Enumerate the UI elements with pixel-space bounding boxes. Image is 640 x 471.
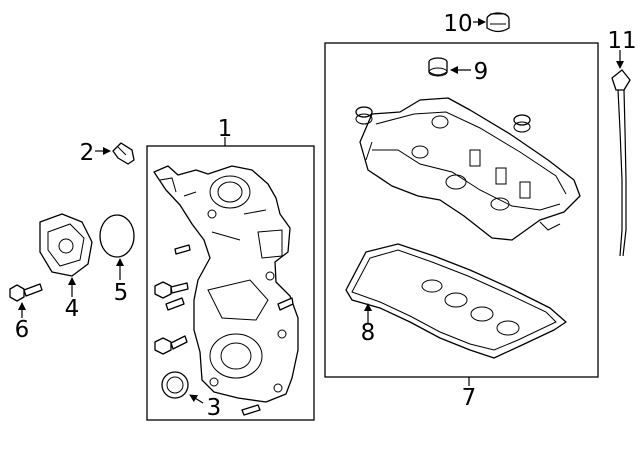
callout-3: 3	[207, 395, 222, 421]
callout-9: 9	[474, 59, 489, 85]
timing-cover[interactable]	[153, 165, 299, 403]
grommet[interactable]	[428, 57, 448, 77]
valve-cover-group-frame	[324, 42, 599, 378]
callout-6: 6	[15, 317, 30, 343]
leader-lines	[18, 18, 624, 404]
bolt[interactable]	[9, 283, 43, 302]
o-ring[interactable]	[99, 214, 135, 258]
oil-filler-cap[interactable]	[486, 12, 510, 33]
callout-5: 5	[114, 280, 129, 306]
callout-1: 1	[218, 116, 233, 142]
valve-cover-grommets[interactable]	[355, 106, 531, 133]
timing-cover-bolts[interactable]	[154, 244, 294, 416]
callout-11: 11	[607, 28, 636, 54]
front-crank-seal[interactable]	[161, 371, 189, 399]
vacuum-pump[interactable]	[39, 213, 93, 277]
callout-2: 2	[80, 140, 95, 166]
timing-cover-group-frame	[146, 145, 315, 421]
callout-8: 8	[361, 320, 376, 346]
valve-cover[interactable]	[359, 97, 581, 241]
callout-7: 7	[462, 385, 477, 411]
valve-cover-gasket[interactable]	[345, 243, 567, 359]
callout-4: 4	[65, 296, 80, 322]
sensor[interactable]	[112, 142, 135, 165]
callout-10: 10	[443, 11, 472, 37]
dipstick[interactable]	[611, 69, 631, 257]
